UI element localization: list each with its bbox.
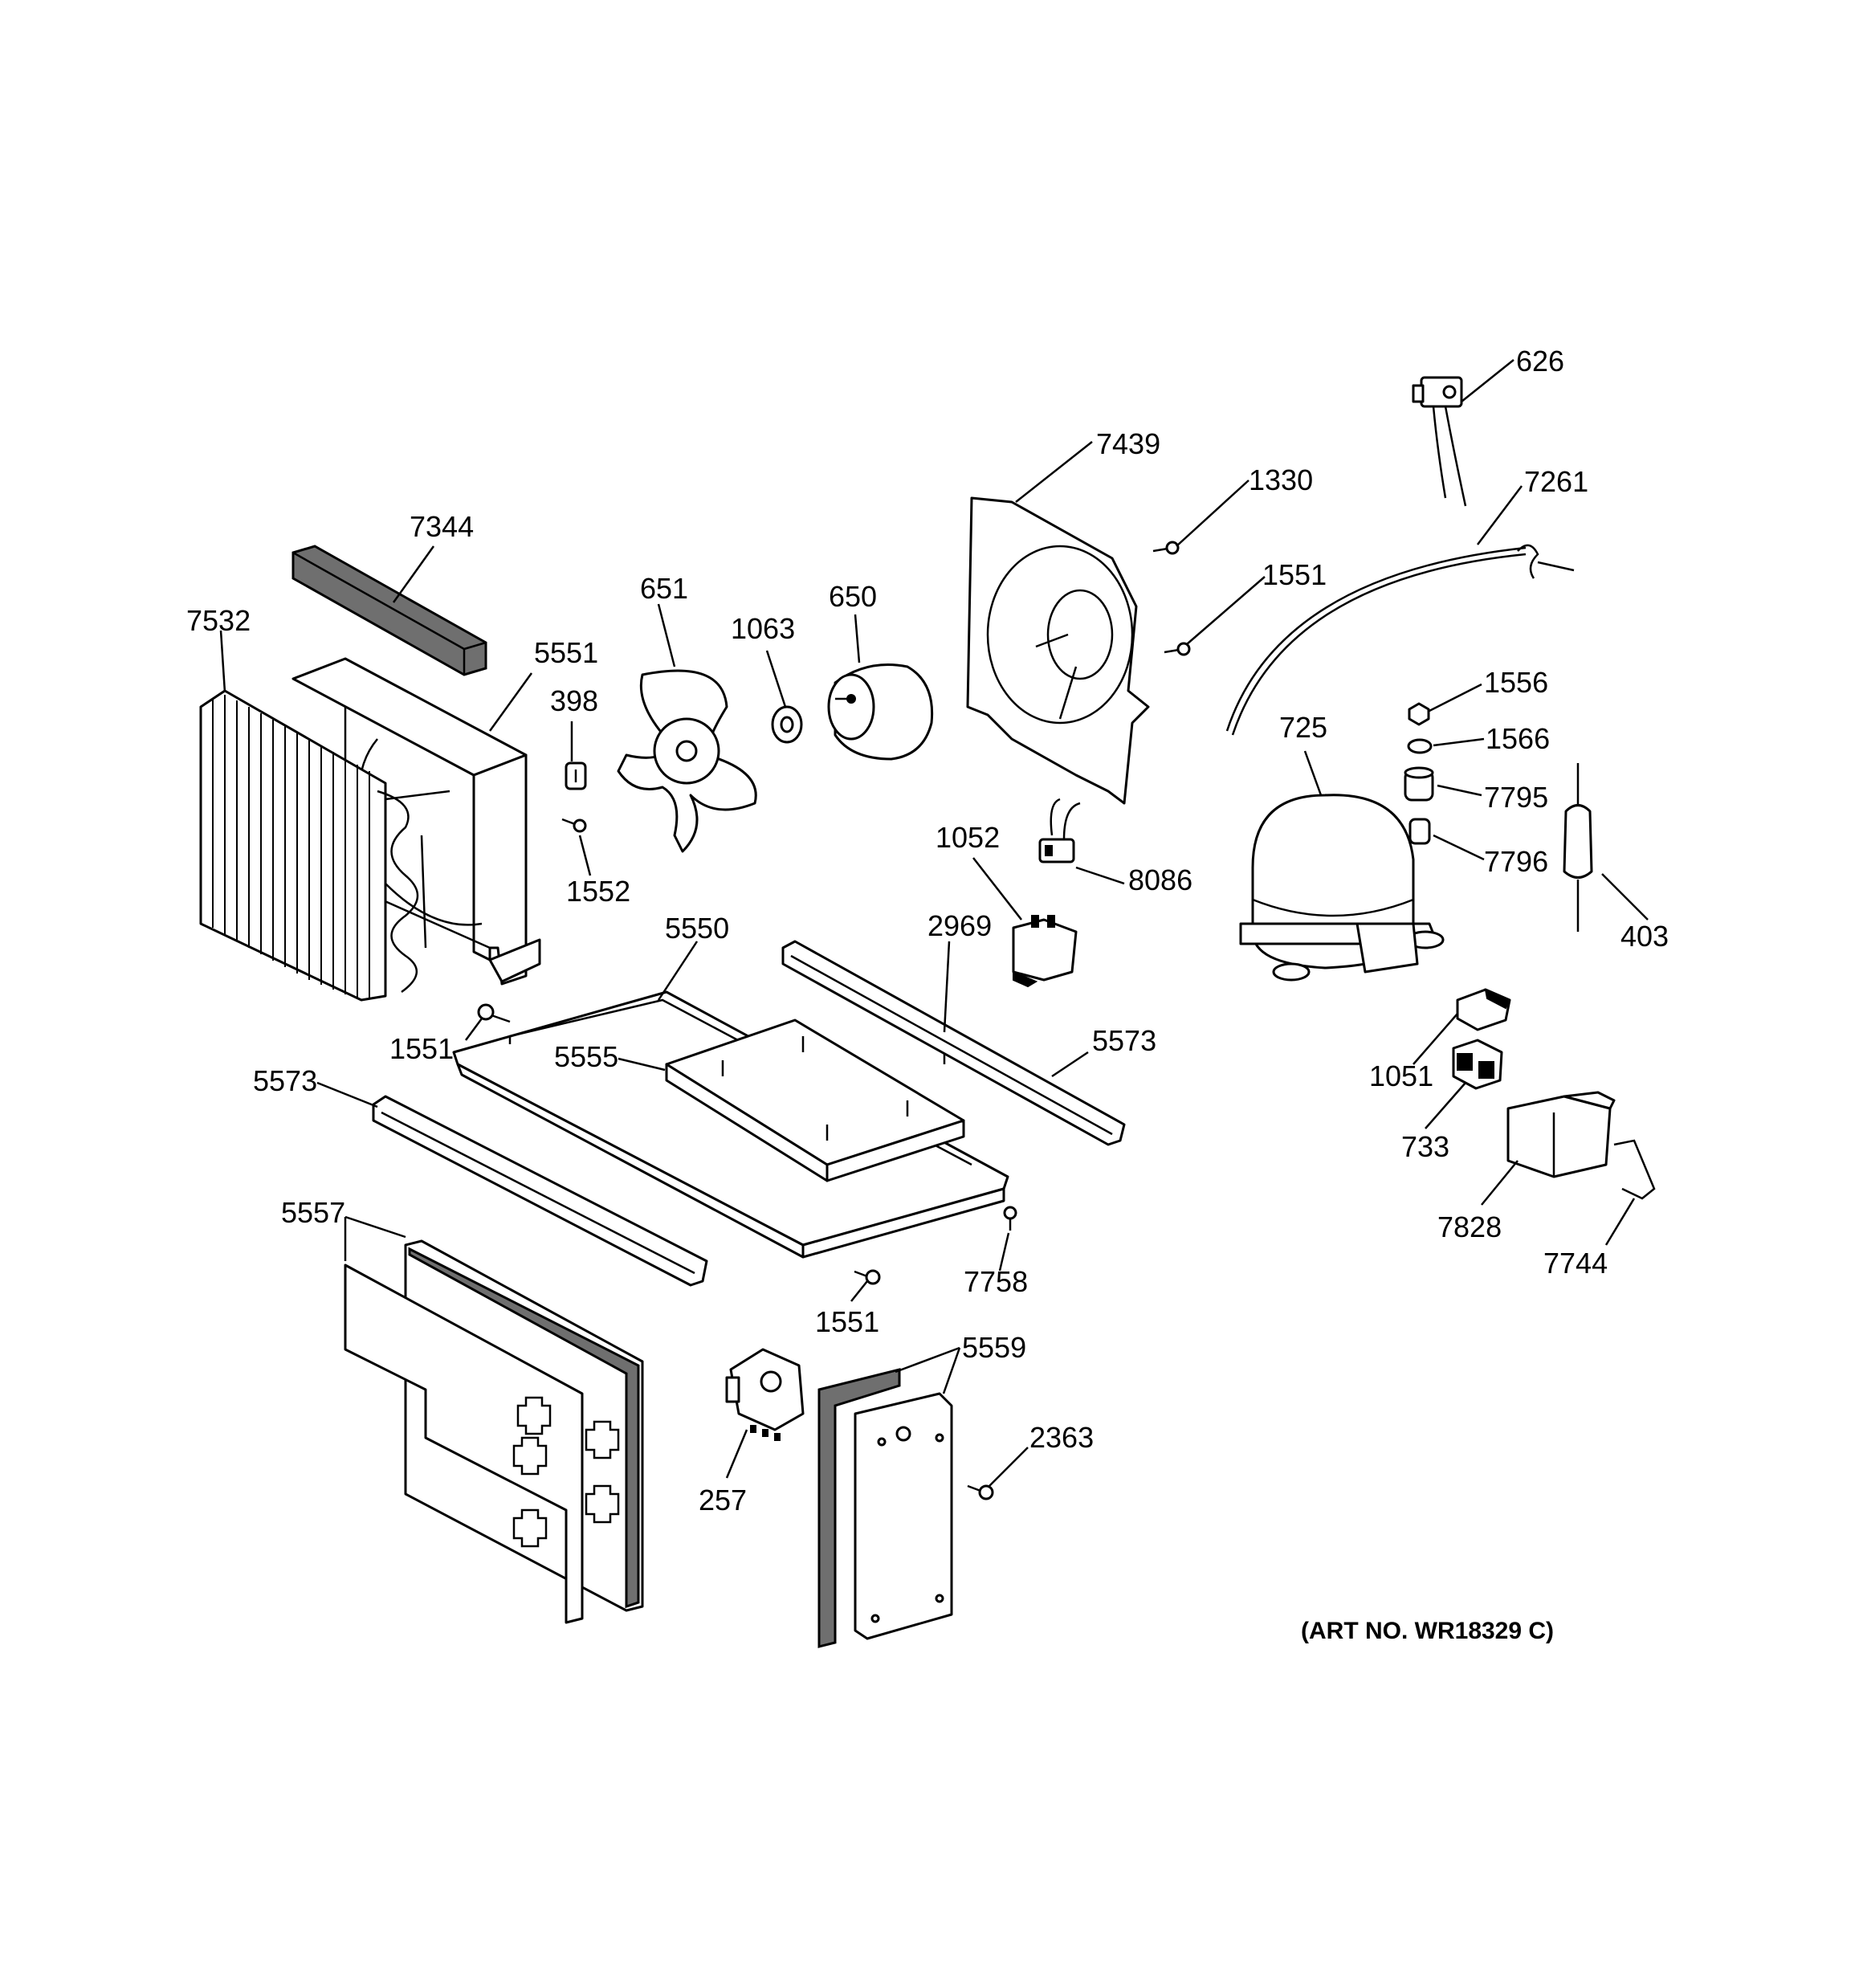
foam-strip-part (291, 545, 487, 676)
callout-403: 403 (1620, 920, 1669, 953)
callout-7828: 7828 (1437, 1210, 1502, 1243)
callout-1551-bottom: 1551 (815, 1305, 879, 1338)
callout-2363: 2363 (1029, 1421, 1094, 1454)
screw-1330-part (1152, 541, 1180, 555)
callout-5573-right: 5573 (1092, 1024, 1156, 1057)
callout-5573-left: 5573 (253, 1064, 317, 1097)
callout-8086: 8086 (1128, 863, 1192, 896)
clip-part (565, 761, 587, 790)
condenser-shroud-part (291, 657, 541, 986)
relay-733-part (1452, 1039, 1503, 1090)
callout-7796: 7796 (1484, 845, 1548, 878)
callout-7758: 7758 (964, 1265, 1028, 1298)
cover-1051-part (1456, 988, 1511, 1031)
leader-lines (219, 359, 1649, 1487)
washer-1063-part (771, 705, 803, 744)
harness-8086-part (1038, 798, 1081, 863)
relay-1052-part (1012, 915, 1078, 988)
callout-7344: 7344 (410, 510, 474, 543)
grommet-7795-part (1404, 766, 1434, 802)
callout-651: 651 (640, 572, 688, 605)
defrost-timer-257-part (725, 1348, 805, 1441)
callout-7795: 7795 (1484, 781, 1548, 814)
callout-5551: 5551 (534, 636, 598, 669)
screw-7758-part (1003, 1206, 1017, 1231)
capacitor-7828-part (1506, 1091, 1616, 1178)
callout-1551-top: 1551 (1262, 558, 1327, 591)
clip-7744-part (1613, 1139, 1656, 1200)
screw-1551-top-part (1164, 642, 1191, 656)
screw-1552-part (561, 818, 587, 833)
rail-left-part (372, 1095, 708, 1287)
callout-1052: 1052 (936, 821, 1000, 854)
condenser-coil-part (199, 689, 450, 1002)
callout-1566: 1566 (1486, 722, 1550, 755)
callout-5550: 5550 (665, 912, 729, 945)
callout-labels: 626 7439 1330 7261 7344 1551 651 650 106… (186, 345, 1669, 1644)
screw-2363-part (967, 1484, 994, 1500)
callout-5555: 5555 (554, 1040, 618, 1073)
callout-1556: 1556 (1484, 666, 1548, 699)
tray-5555-part (665, 1018, 965, 1182)
callout-7744: 7744 (1543, 1247, 1608, 1280)
screw-1551-left-part (477, 1003, 511, 1023)
callout-1551-left: 1551 (389, 1032, 454, 1065)
callout-650: 650 (829, 580, 877, 613)
fan-blade-part (617, 669, 757, 853)
callout-398: 398 (550, 684, 598, 717)
side-panel-5559-part (817, 1368, 953, 1648)
screw-1551-bottom-part (854, 1269, 881, 1285)
callout-257: 257 (699, 1484, 747, 1517)
wire-7261-part (1225, 544, 1575, 736)
callout-1051: 1051 (1369, 1059, 1433, 1092)
art-number-label: (ART NO. WR18329 C) (1301, 1618, 1554, 1644)
drier-403-part (1563, 763, 1593, 932)
fan-bracket-part (966, 496, 1150, 805)
callout-1552: 1552 (566, 875, 630, 908)
washer-1566-part (1407, 738, 1433, 754)
callout-1330: 1330 (1249, 463, 1313, 496)
callout-7439: 7439 (1096, 427, 1160, 460)
callout-7261: 7261 (1524, 465, 1588, 498)
callout-725: 725 (1279, 711, 1327, 744)
callout-733: 733 (1401, 1130, 1449, 1163)
callout-5557: 5557 (281, 1196, 345, 1229)
overload-plug-part (1412, 376, 1467, 507)
callout-2969: 2969 (927, 909, 992, 942)
sleeve-7796-part (1408, 818, 1431, 845)
callout-7532: 7532 (186, 604, 251, 637)
callout-626: 626 (1516, 345, 1564, 378)
nut-1556-part (1408, 702, 1430, 726)
callout-1063: 1063 (731, 612, 795, 645)
compressor-part (1239, 794, 1445, 982)
fan-motor-part (827, 663, 934, 761)
callout-5559: 5559 (962, 1331, 1026, 1364)
front-panel-5557-part (344, 1239, 644, 1624)
rail-right-part (781, 940, 1126, 1146)
